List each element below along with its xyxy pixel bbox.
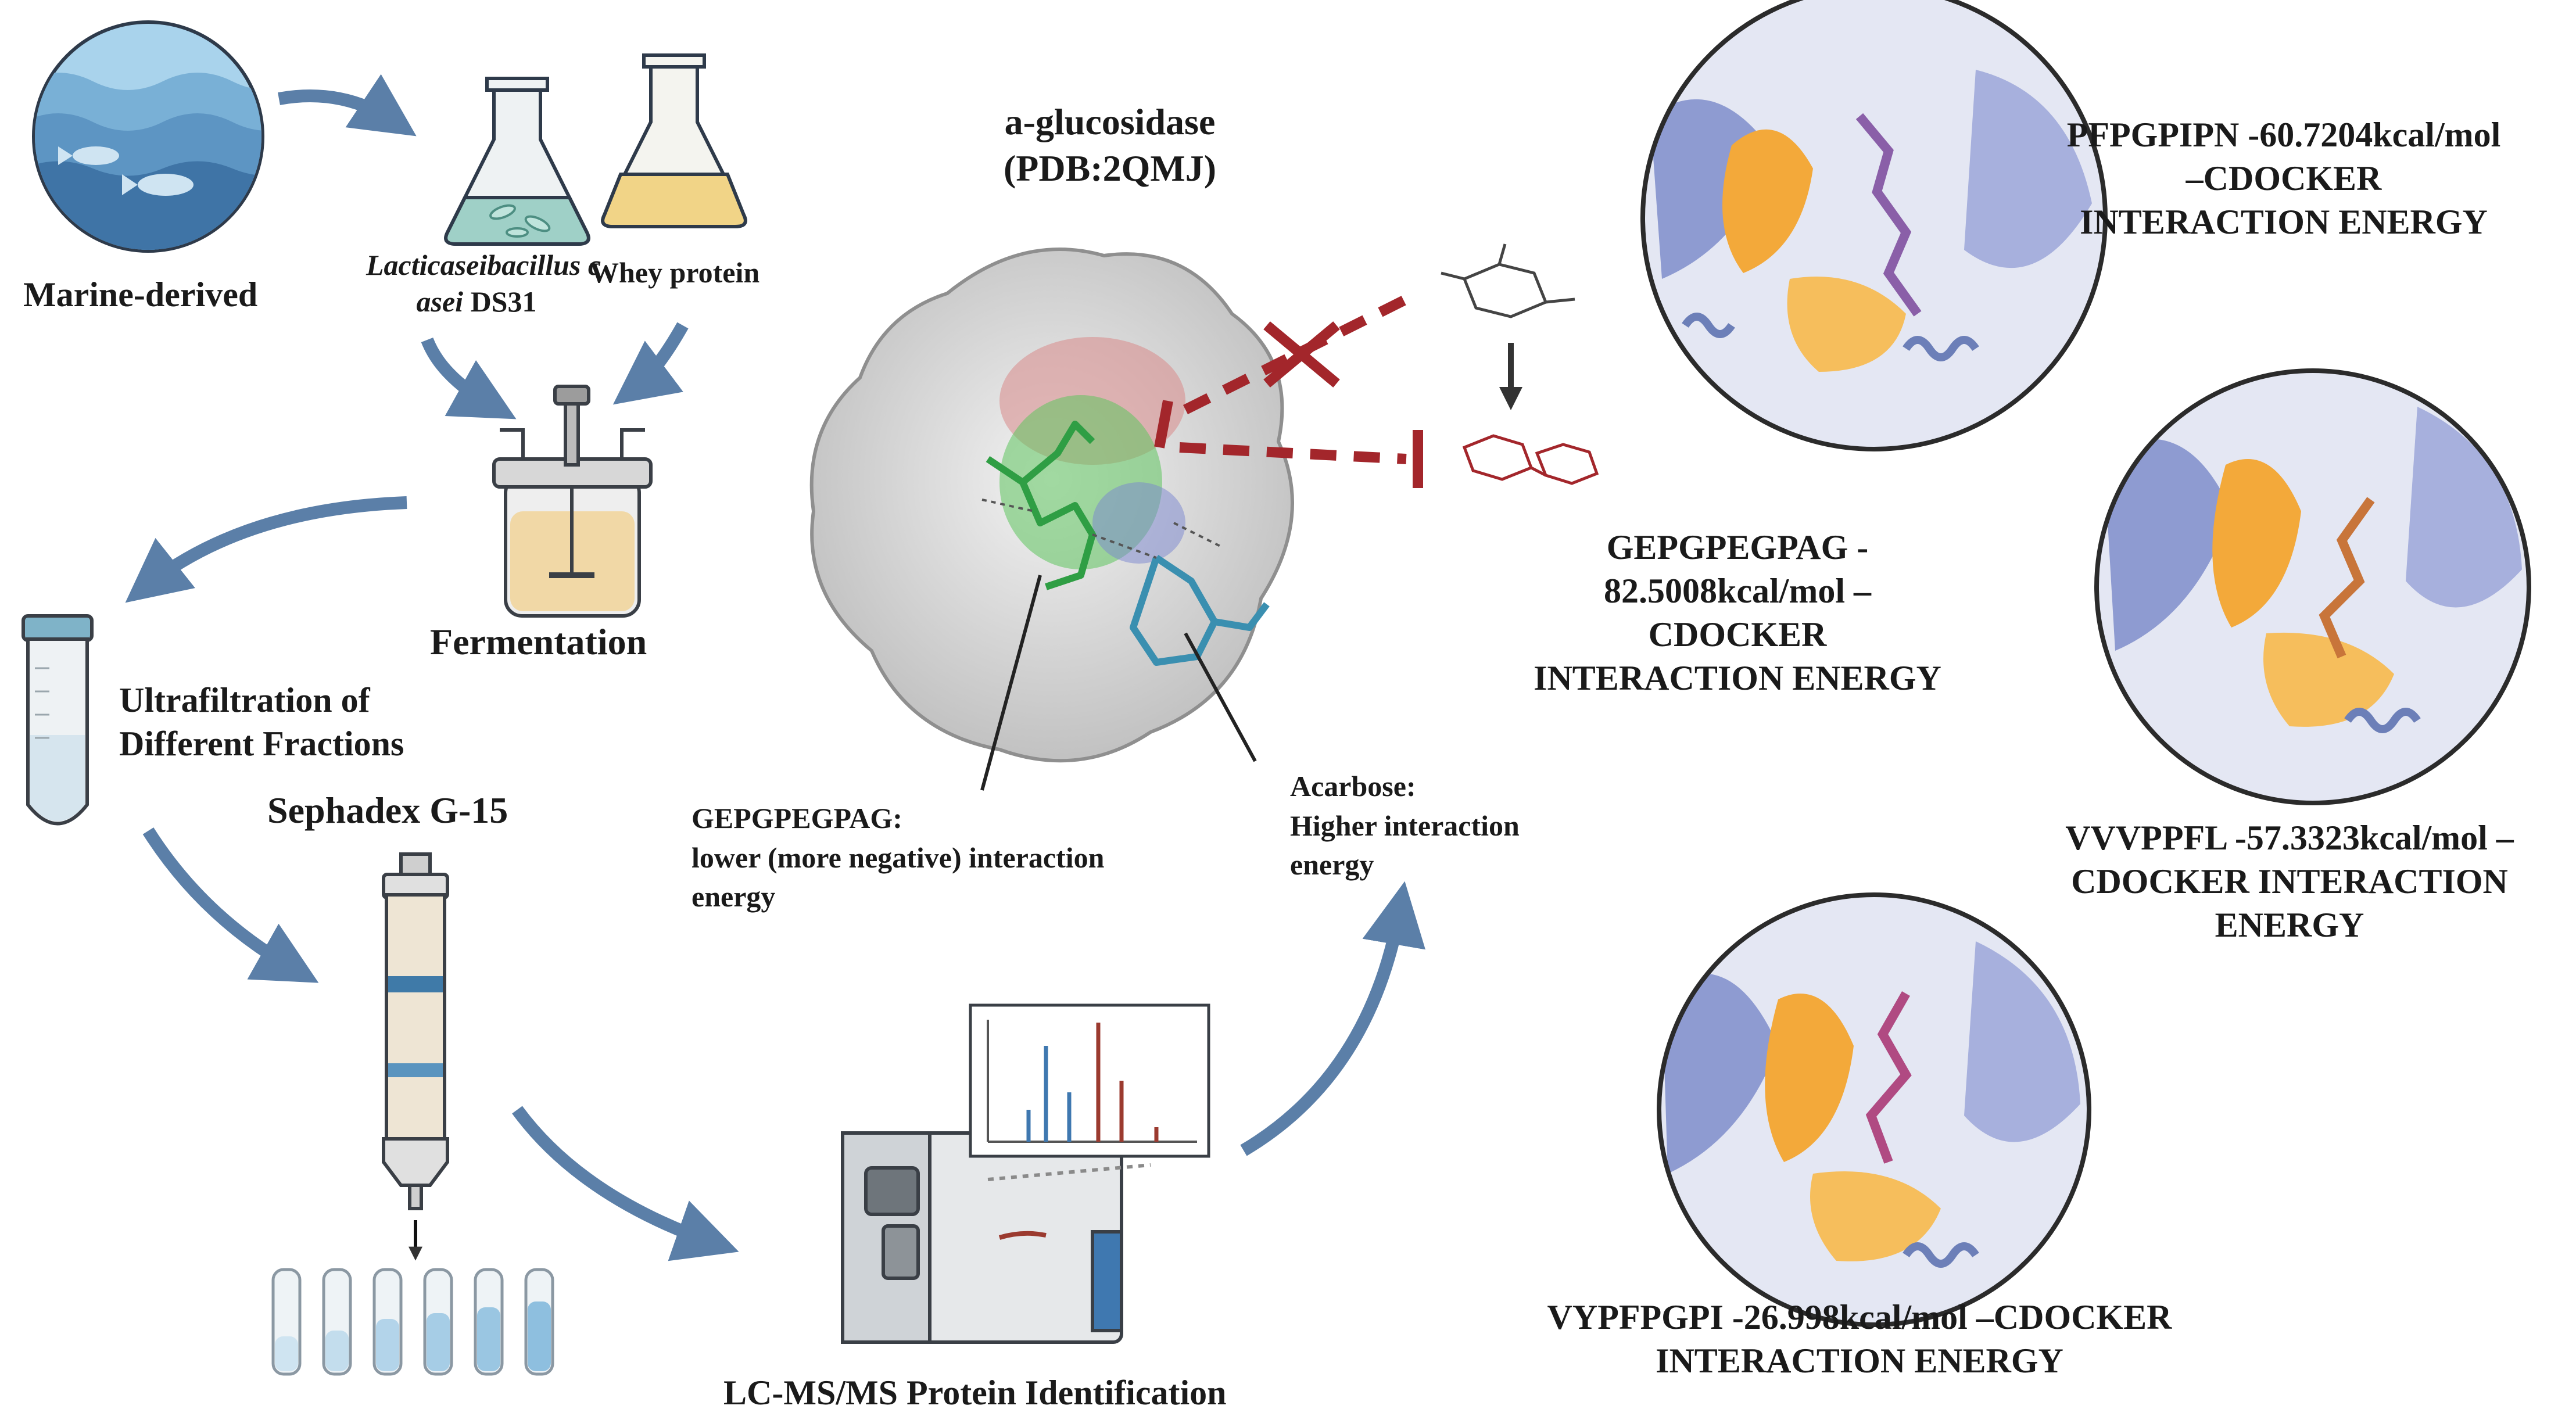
ultrafiltration-label: Ultrafiltration of Different Fractions [119, 679, 404, 766]
arrow-tube-to-column [142, 827, 319, 983]
lcms-instrument-icon [841, 1131, 1123, 1344]
marine-label: Marine-derived [23, 275, 258, 314]
arrow-reactor-to-tube [125, 496, 407, 603]
lcms-label: LC-MS/MS Protein Identification [723, 1374, 1227, 1412]
callout-lines [980, 575, 1257, 791]
acarbose-note-line3: energy [1290, 848, 1374, 881]
strain-label-line2-italic: asei [416, 285, 464, 318]
chromatography-column-icon [382, 852, 449, 1261]
maltose-molecule-icon [1462, 434, 1599, 485]
alpha-glucosidase-surface [809, 247, 1294, 763]
enzyme-title-line1: a-glucosidase [1004, 101, 1216, 142]
blocked-x-icon [1263, 321, 1340, 388]
enzyme-title: a-glucosidase (PDB:2QMJ) [959, 99, 1261, 192]
peptide-energy-vvvppfl: VVVPPFL -57.3323kcal/mol – CDOCKER INTER… [2022, 816, 2557, 947]
collection-tubes-icon [271, 1268, 554, 1376]
pfpgpipn-line2: –CDOCKER [2186, 159, 2382, 198]
arrow-sea-to-flask [278, 74, 417, 137]
inhibition-marks [1154, 291, 1423, 488]
fish-icon [58, 146, 194, 196]
gepg-note-line3: energy [692, 880, 776, 913]
docking-view-vypfpgpi [1657, 892, 2091, 1327]
pfpgpipn-line3: INTERACTION ENERGY [2080, 203, 2488, 241]
peptide-energy-pfpgpipn: PFPGPIPN -60.7204kcal/mol –CDOCKER INTER… [2022, 113, 2545, 244]
acarbose-note-line2: Higher interaction [1290, 809, 1520, 842]
ultrafiltration-line2: Different Fractions [119, 725, 404, 763]
bioreactor-icon [492, 385, 653, 618]
glucose-molecule-icon [1441, 243, 1575, 318]
gepg-note: GEPGPEGPAG: lower (more negative) intera… [692, 799, 1104, 917]
gepg-note-line1: GEPGPEGPAG: [692, 802, 902, 834]
docking-view-pfpgpipn [1640, 0, 2108, 451]
strain-label-line2-rest: DS31 [463, 285, 537, 318]
pfpgpipn-line1: PFPGPIPN -60.7204kcal/mol [2066, 116, 2501, 154]
mass-spectrum-panel [969, 1003, 1210, 1181]
sephadex-label: Sephadex G-15 [267, 790, 508, 831]
whey-label: Whey protein [590, 256, 760, 289]
inhibit-bar-1 [1154, 400, 1173, 449]
marine-sea-circle [32, 20, 264, 253]
arrow-flask-to-reactor [421, 337, 517, 420]
gepgpegpag-line1: GEPGPEGPAG - [1606, 528, 1869, 567]
test-tube-icon [22, 614, 94, 826]
bacteria-flask-icon [444, 77, 590, 246]
vvvppfl-line2: CDOCKER INTERACTION [2071, 862, 2508, 901]
whey-flask-icon [601, 53, 747, 228]
fermentation-label: Fermentation [430, 621, 647, 662]
arrow-lcms-to-docking [1240, 881, 1425, 1156]
gepgpegpag-line2: 82.5008kcal/mol – [1604, 572, 1871, 610]
workflow-arrows [125, 74, 1425, 1261]
vypfpgpi-line2: INTERACTION ENERGY [1656, 1342, 2063, 1380]
vvvppfl-line3: ENERGY [2215, 906, 2364, 944]
strain-label-line1: Lacticaseibacillus c [366, 249, 601, 281]
gepgpegpag-line4: INTERACTION ENERGY [1534, 659, 1941, 697]
peptide-energy-gepgpegpag: GEPGPEGPAG - 82.5008kcal/mol – CDOCKER I… [1493, 526, 1982, 700]
gepgpegpag-line3: CDOCKER [1648, 615, 1827, 654]
vypfpgpi-line1: VYPFPGPI -26.998kcal/mol –CDOCKER [1547, 1298, 2172, 1336]
acarbose-note-line1: Acarbose: [1290, 770, 1416, 802]
ultrafiltration-line1: Ultrafiltration of [119, 681, 370, 719]
gepg-note-line2: lower (more negative) interaction [692, 841, 1105, 874]
docking-view-vvvppfl [2094, 368, 2531, 805]
strain-label: Lacticaseibacillus c asei DS31 [366, 247, 601, 320]
arrow-whey-to-reactor [612, 322, 689, 405]
peptide-energy-vypfpgpi: VYPFPGPI -26.998kcal/mol –CDOCKER INTERA… [1534, 1296, 2185, 1383]
acarbose-note: Acarbose: Higher interaction energy [1290, 767, 1520, 885]
arrow-column-to-lcms [512, 1106, 739, 1261]
enzyme-title-line2: (PDB:2QMJ) [1003, 148, 1217, 189]
vvvppfl-line1: VVVPPFL -57.3323kcal/mol – [2065, 819, 2514, 857]
